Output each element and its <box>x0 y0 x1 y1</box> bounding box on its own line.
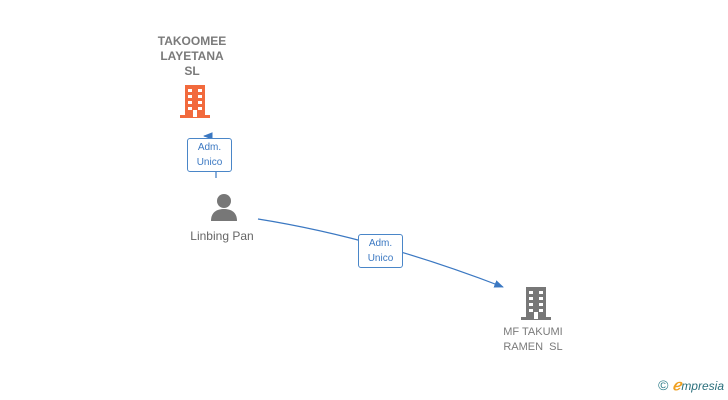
relation-label-line: Unico <box>196 157 223 168</box>
relation-label-line: Adm. <box>197 142 222 153</box>
relation-label-line: Unico <box>367 253 394 264</box>
person-name[interactable]: Linbing Pan <box>190 229 254 243</box>
copyright-icon: © <box>658 377 669 393</box>
brand-logo: ℯmpresia <box>672 376 724 394</box>
company-name-takoomee[interactable]: TAKOOMEE LAYETANA SL <box>142 34 242 79</box>
relation-label-adm-unico[interactable]: Adm. Unico <box>358 234 403 268</box>
brand-logo-letter: ℯ <box>672 377 682 394</box>
company-name-line: MF TAKUMI <box>503 326 563 338</box>
person-icon[interactable] <box>209 192 239 222</box>
company-name-line: SL <box>184 64 200 78</box>
relation-label-adm-unico[interactable]: Adm. Unico <box>187 138 232 172</box>
company-name-line: LAYETANA <box>160 49 224 63</box>
building-icon[interactable] <box>519 285 553 321</box>
brand-logo-text: mpresia <box>681 379 724 393</box>
company-name-line: RAMEN SL <box>503 341 563 353</box>
relation-label-line: Adm. <box>368 238 393 249</box>
building-icon[interactable] <box>178 83 212 119</box>
company-name-mf-takumi[interactable]: MF TAKUMI RAMEN SL <box>483 325 583 355</box>
brand-watermark: © ℯmpresia <box>658 376 724 394</box>
company-name-line: TAKOOMEE <box>157 34 227 48</box>
